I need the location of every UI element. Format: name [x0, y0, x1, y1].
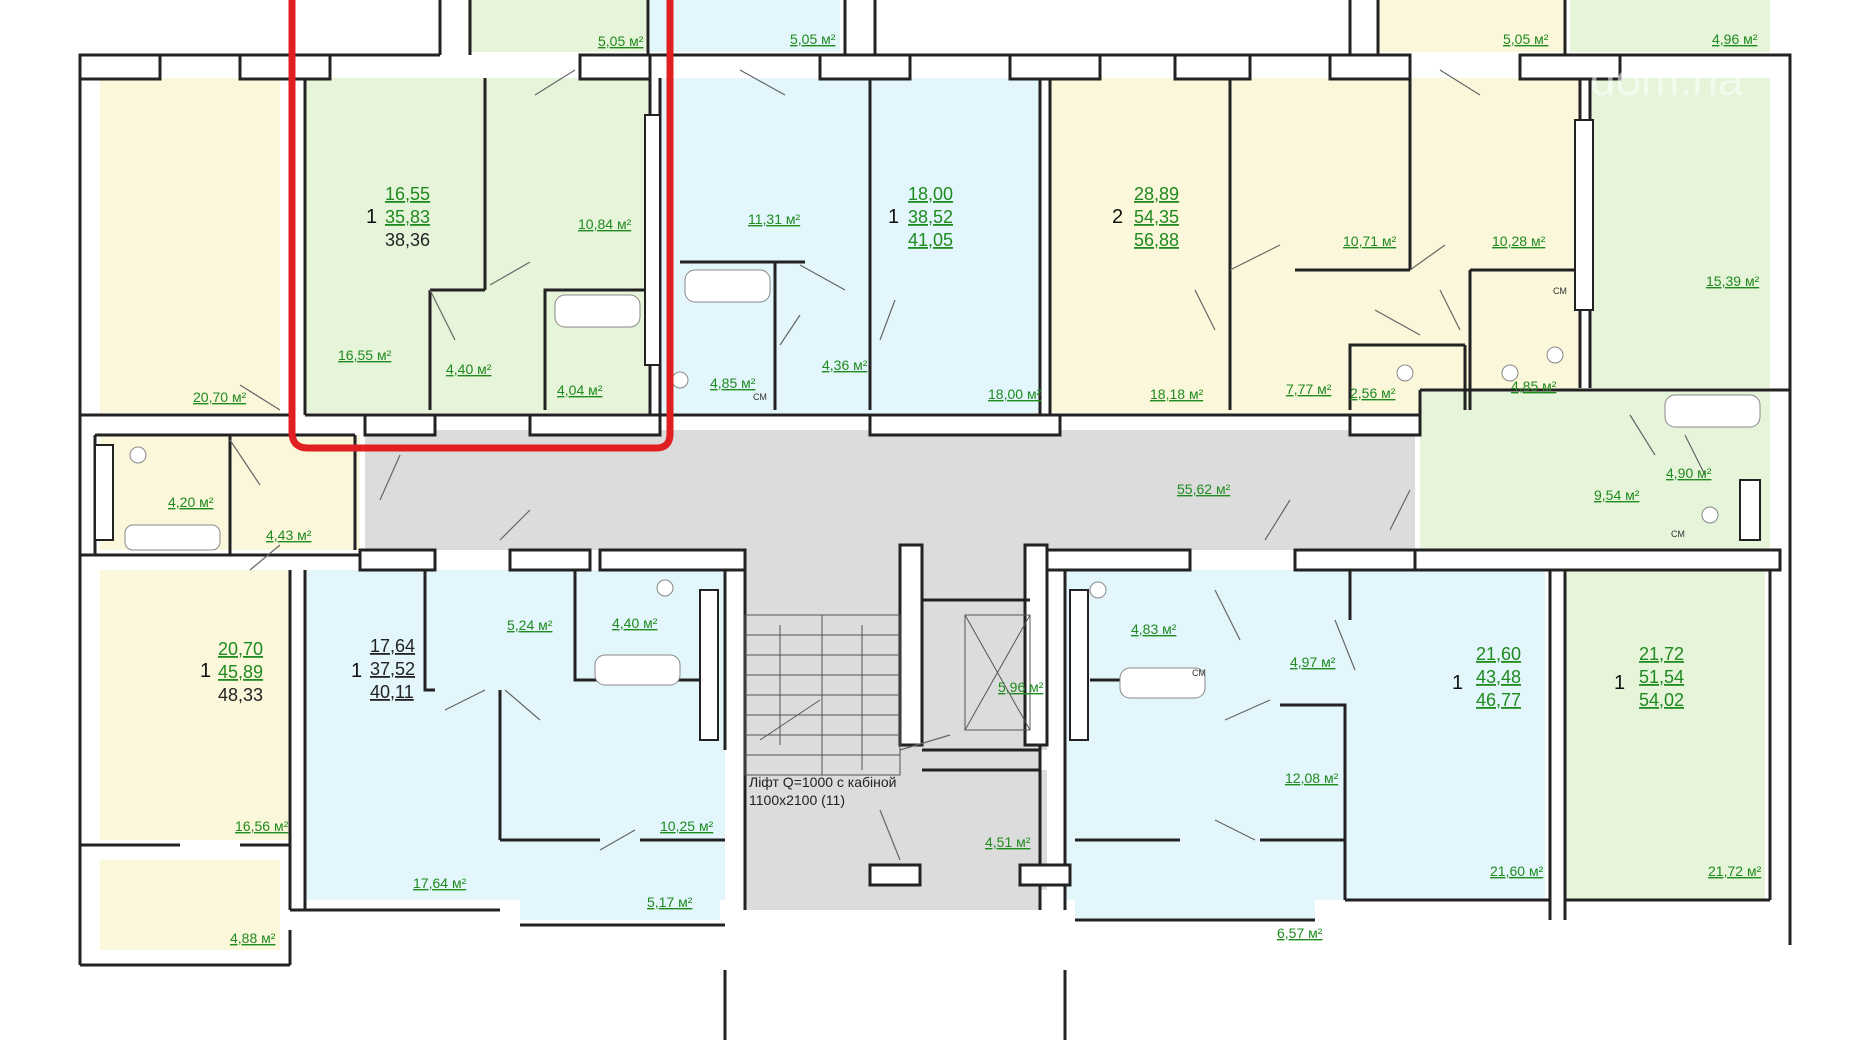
door-swings	[229, 69, 1706, 861]
apartment-7-summary: 1 21,72 51,54 54,02	[1614, 644, 1684, 710]
room-area: 16,56 м²	[235, 818, 289, 834]
room-area: 21,72 м²	[1708, 863, 1762, 879]
apartment-4-summary: 1 20,70 45,89 48,33	[200, 639, 263, 705]
apartment-rooms: 1	[200, 660, 211, 682]
room-area: 4,51 м²	[985, 834, 1031, 850]
room-area: 12,08 м²	[1285, 770, 1339, 786]
room-area: 5,05 м²	[1503, 31, 1549, 47]
area-with-balcony: 41,05	[908, 230, 953, 250]
living-area: 16,55	[385, 184, 430, 204]
room-area: 5,05 м²	[790, 31, 836, 47]
room-area: 10,71 м²	[1343, 233, 1397, 249]
living-area: 21,60	[1476, 644, 1521, 664]
apartment-6-summary: 1 21,60 43,48 46,77	[1452, 644, 1521, 710]
total-area: 45,89	[218, 662, 263, 682]
elevator-note: Ліфт Q=1000 с кабіной 1100x2100 (11)	[749, 774, 897, 808]
area-with-balcony: 48,33	[218, 685, 263, 705]
apartment-rooms: 1	[351, 660, 362, 682]
apartment-labels: 1 16,55 35,83 38,36 1 18,00 38,52 41,05 …	[200, 184, 1684, 710]
room-area: 4,04 м²	[557, 382, 603, 398]
room-area: 4,36 м²	[822, 357, 868, 373]
cm-label: СМ	[1553, 286, 1567, 296]
total-area: 51,54	[1639, 667, 1684, 687]
room-fills	[100, 0, 1770, 950]
room-area: 4,97 м²	[1290, 654, 1336, 670]
cm-label: СМ	[1192, 668, 1206, 678]
room-area-labels: 5,05 м² 5,05 м² 5,05 м² 4,96 м² 10,84 м²…	[168, 31, 1762, 946]
living-area: 21,72	[1639, 644, 1684, 664]
room-area: 15,39 м²	[1706, 273, 1760, 289]
apartment-rooms: 1	[1452, 672, 1463, 694]
area-with-balcony: 54,02	[1639, 690, 1684, 710]
apartment-rooms: 1	[888, 206, 899, 228]
cm-label: СМ	[753, 392, 767, 402]
room-area: 18,00 м²	[988, 386, 1042, 402]
apartment-1-summary: 1 16,55 35,83 38,36	[366, 184, 430, 250]
living-area: 28,89	[1134, 184, 1179, 204]
highlight-outline	[288, 0, 674, 452]
cm-label: СМ	[1671, 529, 1685, 539]
living-area: 20,70	[218, 639, 263, 659]
room-area: 2,56 м²	[1350, 385, 1396, 401]
room-area: 4,90 м²	[1666, 465, 1712, 481]
living-area: 18,00	[908, 184, 953, 204]
room-area: 9,54 м²	[1594, 487, 1640, 503]
total-area: 37,52	[370, 659, 415, 679]
room-area: 16,55 м²	[338, 347, 392, 363]
room-area: 7,77 м²	[1286, 381, 1332, 397]
room-area: 4,88 м²	[230, 930, 276, 946]
apartment-rooms: 1	[366, 206, 377, 228]
washing-machine-labels: СМ СМ СМ СМ	[753, 286, 1685, 678]
room-area: 17,64 м²	[413, 875, 467, 891]
staircase	[744, 614, 901, 776]
room-area: 10,25 м²	[660, 818, 714, 834]
room-area: 4,85 м²	[710, 375, 756, 391]
apartment-rooms: 2	[1112, 206, 1123, 228]
bathroom-fixtures	[124, 269, 1761, 699]
total-area: 38,52	[908, 207, 953, 227]
area-with-balcony: 46,77	[1476, 690, 1521, 710]
total-area: 35,83	[385, 207, 430, 227]
room-area: 4,20 м²	[168, 494, 214, 510]
apartment-3-summary: 2 28,89 54,35 56,88	[1112, 184, 1179, 250]
apartment-rooms: 1	[1614, 672, 1625, 694]
walls	[78, 0, 1792, 1040]
total-area: 43,48	[1476, 667, 1521, 687]
room-area: 10,28 м²	[1492, 233, 1546, 249]
ventilation-blocks	[94, 114, 1761, 741]
room-area: 5,24 м²	[507, 617, 553, 633]
living-area: 17,64	[370, 636, 415, 656]
room-area: 11,31 м²	[748, 211, 801, 227]
room-area: 4,83 м²	[1131, 621, 1177, 637]
lift-shaft	[964, 614, 1031, 731]
room-area: 5,05 м²	[598, 33, 644, 49]
elevator-note-line2: 1100x2100 (11)	[749, 792, 845, 808]
area-with-balcony: 40,11	[370, 682, 414, 702]
room-area: 6,57 м²	[1277, 925, 1323, 941]
room-area: 4,96 м²	[1712, 31, 1758, 47]
apartment-2-summary: 1 18,00 38,52 41,05	[888, 184, 953, 250]
room-area: 4,40 м²	[612, 615, 658, 631]
watermark: dom.ria	[1590, 53, 1744, 105]
room-area: 4,40 м²	[446, 361, 492, 377]
area-with-balcony: 56,88	[1134, 230, 1179, 250]
total-area: 54,35	[1134, 207, 1179, 227]
room-area: 21,60 м²	[1490, 863, 1544, 879]
room-area: 10,84 м²	[578, 216, 632, 232]
room-area: 4,85 м²	[1511, 378, 1557, 394]
elevator-note-line1: Ліфт Q=1000 с кабіной	[749, 774, 897, 790]
room-area: 5,17 м²	[647, 894, 693, 910]
room-area: 18,18 м²	[1150, 386, 1204, 402]
room-area: 20,70 м²	[193, 389, 247, 405]
apartment-5-summary: 1 17,64 37,52 40,11	[351, 636, 415, 702]
room-area: 55,62 м²	[1177, 481, 1231, 497]
room-area: 4,43 м²	[266, 527, 312, 543]
room-area: 5,96 м²	[998, 679, 1044, 695]
area-with-balcony: 38,36	[385, 230, 430, 250]
